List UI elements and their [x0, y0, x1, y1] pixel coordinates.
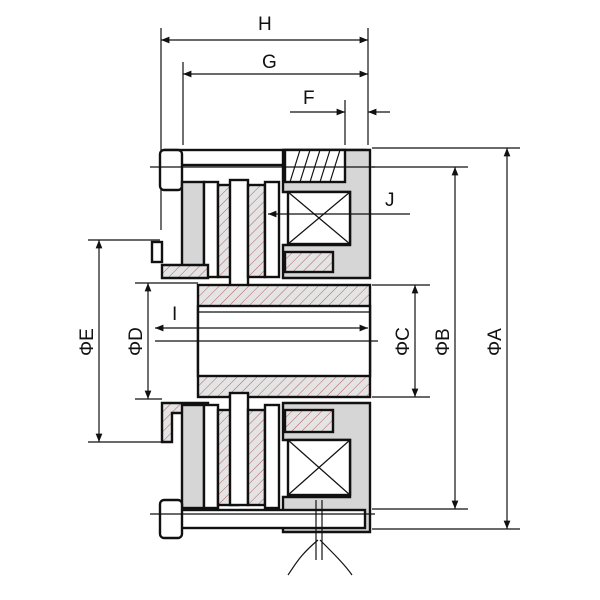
- label-C: ΦC: [393, 327, 414, 356]
- dim-C: ΦC: [372, 284, 430, 398]
- label-B: ΦB: [433, 328, 454, 356]
- label-H: H: [258, 14, 272, 35]
- hub: [155, 283, 378, 399]
- clutch-body-top: [150, 148, 375, 294]
- label-G: G: [262, 52, 277, 73]
- label-A: ΦA: [485, 328, 506, 356]
- dim-D: ΦD: [126, 282, 198, 400]
- dim-J: J: [268, 190, 410, 218]
- dim-G: G: [182, 52, 368, 145]
- label-D: ΦD: [126, 327, 147, 356]
- label-F: F: [303, 88, 315, 109]
- dim-F: F: [290, 88, 390, 145]
- dim-B: ΦB: [372, 166, 468, 510]
- dim-I: I: [155, 304, 368, 332]
- dim-A: ΦA: [372, 147, 520, 530]
- label-E: ΦE: [77, 328, 98, 356]
- dim-E: ΦE: [77, 239, 162, 443]
- dim-H: H: [160, 14, 369, 230]
- label-J: J: [385, 190, 395, 211]
- clutch-body-bottom: [150, 391, 375, 576]
- label-I: I: [172, 304, 177, 325]
